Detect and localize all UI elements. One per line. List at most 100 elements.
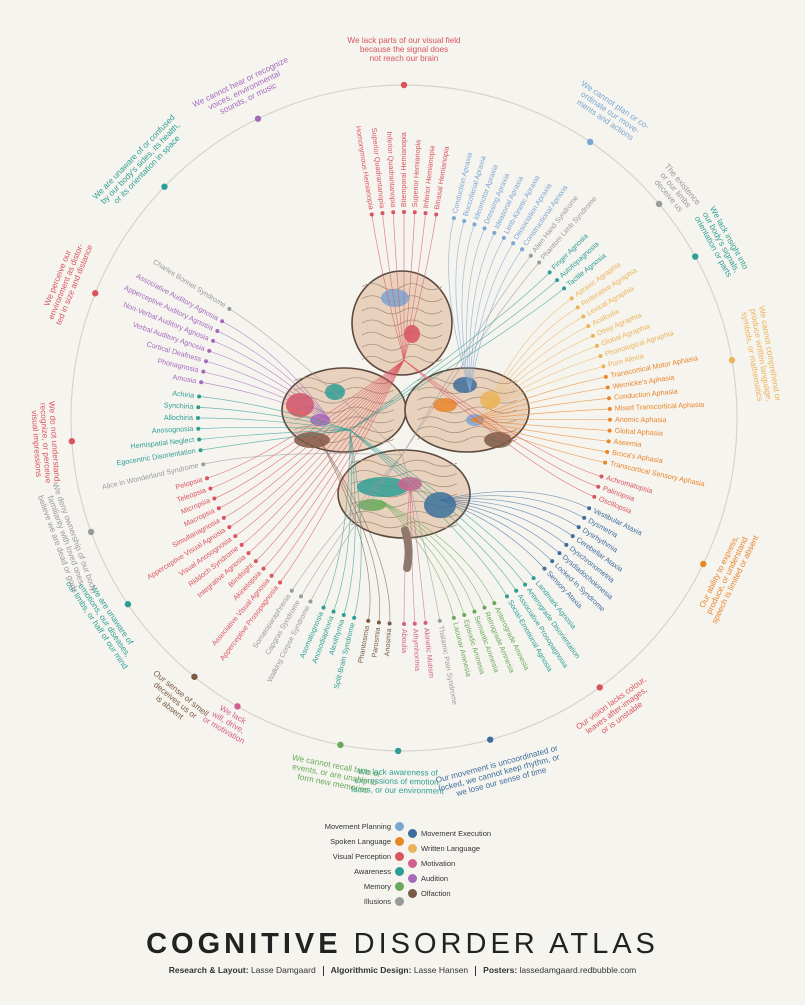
credit-value-posters: lassedamgaard.redbubble.com (520, 965, 637, 975)
disorder-node (388, 621, 392, 625)
disorder-node (586, 324, 590, 328)
group-description: We lack insight intoour body's signals,o… (692, 205, 750, 280)
legend-label: Movement Planning (325, 822, 391, 831)
disorder-node (197, 394, 201, 398)
disorder-node (482, 606, 486, 610)
disorder-node (601, 364, 605, 368)
disorder-node (370, 213, 374, 217)
disorder-label-superior-hemianopia: Superior Hemianopia (410, 140, 423, 208)
disorder-node (201, 370, 205, 374)
group-marker (401, 82, 407, 88)
legend-label: Awareness (354, 867, 391, 876)
legend-item-illusions: Illusions (364, 897, 404, 906)
group-description: The existenceor our limbsdeceive us (649, 162, 703, 219)
group-description-line: by our body's sides, its health, (99, 121, 181, 206)
disorder-node (222, 516, 226, 520)
legend-swatch (408, 874, 417, 883)
legend-swatch (395, 882, 404, 891)
disorder-node (598, 354, 602, 358)
legend-item-spoken-language: Spoken Language (330, 837, 404, 846)
disorder-node (492, 601, 496, 605)
disorder-node (402, 210, 406, 214)
legend-item-audition: Audition (408, 874, 448, 883)
disorder-node (212, 496, 216, 500)
disorder-label-amusia: Amusia (172, 372, 197, 385)
group-description: We cannot comprehend orproduce written l… (739, 305, 782, 405)
legend-item-visual-perception: Visual Perception (333, 852, 404, 861)
legend-label: Visual Perception (333, 852, 391, 861)
disorder-node (322, 606, 326, 610)
disorder-label-synchiria: Synchiria (164, 400, 194, 411)
group-description: We cannot hear or recognizevoices, envir… (191, 55, 298, 125)
legend-label: Motivation (421, 859, 455, 868)
group-marker (69, 438, 75, 444)
disorder-node (380, 211, 384, 215)
group-description-line: not reach our brain (370, 54, 439, 63)
legend-label: Audition (421, 874, 448, 883)
disorder-node (332, 610, 336, 614)
group-marker (597, 684, 603, 690)
legend-label: Memory (364, 882, 391, 891)
disorder-node (511, 241, 515, 245)
disorder-label-akinetic-mutism: Akinetic Mutism (422, 627, 436, 678)
group-marker (255, 116, 261, 122)
disorder-node (308, 600, 312, 604)
disorder-node (278, 581, 282, 585)
disorder-label-athymhormia: Athymhormia (411, 628, 422, 671)
disorder-node (217, 506, 221, 510)
group-marker (337, 742, 343, 748)
disorder-node (577, 525, 581, 529)
disorder-node (413, 210, 417, 214)
legend-item-movement-planning: Movement Planning (325, 822, 404, 831)
disorder-node (492, 231, 496, 235)
credit-divider (323, 966, 324, 976)
legend-swatch (408, 829, 417, 838)
legend-swatch (395, 822, 404, 831)
disorder-node (550, 559, 554, 563)
disorder-node (438, 619, 442, 623)
disorder-node (196, 416, 200, 420)
title-block: COGNITIVE DISORDER ATLAS Research & Layo… (0, 928, 805, 976)
title-rest: DISORDER ATLAS (354, 928, 659, 960)
disorder-node (472, 222, 476, 226)
disorder-node (199, 448, 203, 452)
group-description-line: emotions, our diseases, (76, 582, 132, 659)
group-marker (395, 748, 401, 754)
legend-item-memory: Memory (364, 882, 404, 891)
disorder-label-achiria: Achiria (172, 389, 195, 400)
disorder-label-mixed-transcortical-aphasia: Mixed Transcortical Aphasia (615, 400, 705, 413)
title-bold: COGNITIVE (146, 928, 342, 960)
disorder-label-global-aphasia: Global Aphasia (614, 426, 663, 438)
legend-item-written-language: Written Language (408, 844, 480, 853)
disorder-node (342, 613, 346, 617)
disorder-node (247, 551, 251, 555)
poster-title: COGNITIVE DISORDER ATLAS (0, 928, 805, 961)
group-description-line: because the signal does (360, 45, 448, 54)
disorder-node (199, 380, 203, 384)
connection-line (334, 430, 352, 612)
disorder-node (207, 349, 211, 353)
disorder-node (520, 247, 524, 251)
group-marker (656, 201, 662, 207)
disorder-node (608, 418, 612, 422)
disorder-node (581, 315, 585, 319)
disorder-node (523, 583, 527, 587)
disorder-node (402, 622, 406, 626)
disorder-node (606, 386, 610, 390)
disorder-node (377, 620, 381, 624)
disorder-node (211, 339, 215, 343)
disorder-node (529, 254, 533, 258)
disorder-node (462, 613, 466, 617)
disorder-node (537, 261, 541, 265)
legend-swatch (395, 852, 404, 861)
brain-region-spoken-language (433, 398, 457, 412)
legend-label: Illusions (364, 897, 391, 906)
disorder-label-inferior-quadrantanopia: Inferior Quadrantanopia (385, 131, 398, 207)
disorder-node (462, 219, 466, 223)
disorder-node (204, 359, 208, 363)
disorder-node (591, 334, 595, 338)
disorder-node (532, 576, 536, 580)
disorder-node (576, 305, 580, 309)
